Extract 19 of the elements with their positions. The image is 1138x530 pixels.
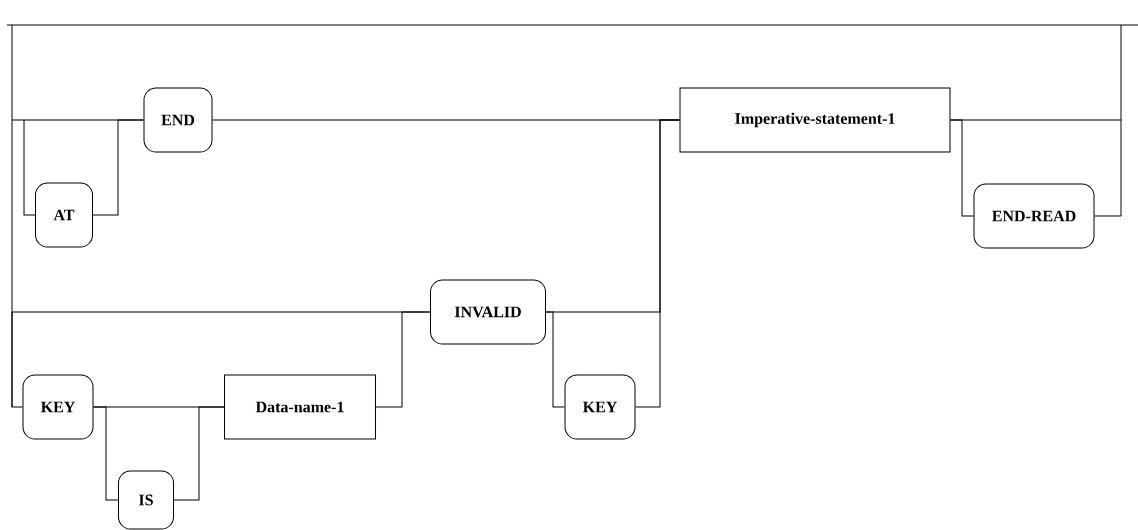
keyword-box: INVALID — [430, 279, 546, 345]
connector-line — [173, 406, 225, 501]
variable-box: Data-name-1 — [224, 374, 376, 440]
connector-line — [545, 311, 565, 408]
keyword-box: AT — [35, 182, 93, 248]
keyword-box: KEY — [22, 374, 94, 440]
keyword-box: END-READ — [973, 183, 1095, 249]
connector-line — [23, 119, 36, 216]
variable-box: Imperative-statement-1 — [679, 87, 951, 153]
keyword-box: IS — [118, 470, 174, 530]
keyword-box: END — [143, 87, 213, 153]
connector-line — [11, 311, 23, 408]
connector-line — [1094, 215, 1122, 217]
connector-line — [950, 119, 974, 217]
keyword-box: KEY — [564, 374, 636, 440]
connector-line — [635, 119, 680, 408]
connector-line — [93, 406, 119, 501]
connector-line — [92, 119, 144, 216]
connector-line — [375, 311, 431, 408]
